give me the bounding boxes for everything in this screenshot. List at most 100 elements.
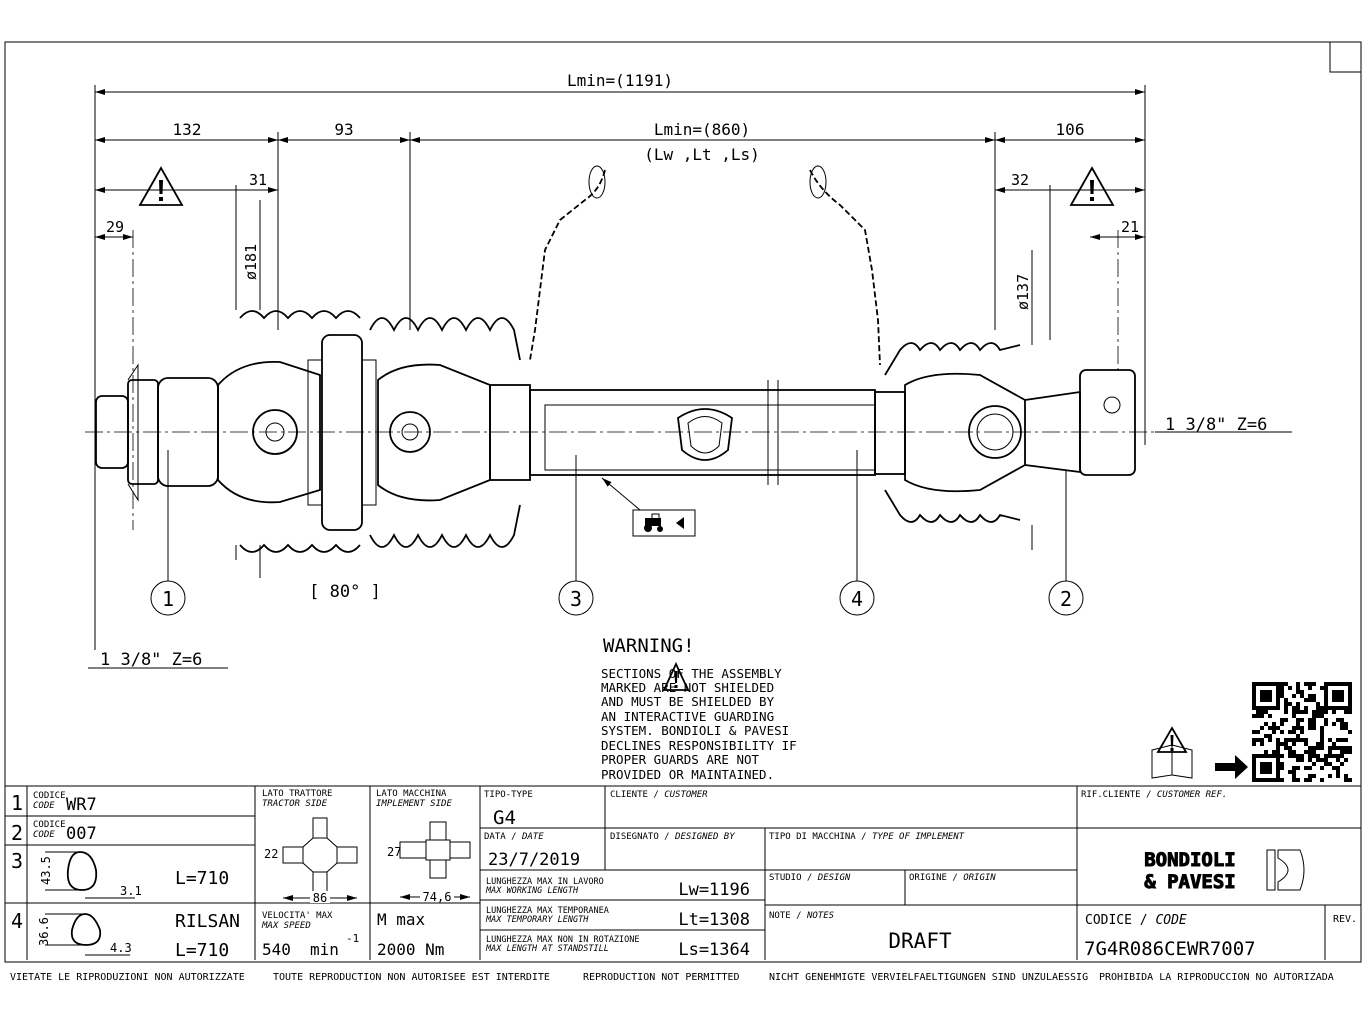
svg-text:PROVIDED OR MAINTAINED.: PROVIDED OR MAINTAINED. bbox=[601, 767, 774, 782]
driveshaft-assembly bbox=[95, 165, 1136, 553]
spline-right-label: 1 3/8" Z=6 bbox=[1165, 415, 1267, 435]
svg-text:MAX TEMPORARY LENGTH: MAX TEMPORARY LENGTH bbox=[485, 915, 589, 925]
left-guard-cone bbox=[239, 310, 361, 320]
callout-1: 1 bbox=[150, 450, 186, 616]
svg-text:CODICE: CODICE bbox=[33, 820, 66, 830]
tube-profile-3 bbox=[66, 851, 98, 891]
dim-21: 21 bbox=[1121, 218, 1139, 236]
svg-text:LUNGHEZZA MAX TEMPORANEA: LUNGHEZZA MAX TEMPORANEA bbox=[486, 906, 609, 916]
notes-value: DRAFT bbox=[888, 929, 952, 953]
svg-text:CODICE: CODICE bbox=[33, 791, 66, 801]
dim-dia-137: ø137 bbox=[1014, 274, 1032, 310]
svg-text:2: 2 bbox=[11, 821, 23, 845]
dimensions: Lmin=(1191) 132 93 Lmin=(860) (Lw ,Lt ,L… bbox=[88, 71, 1292, 670]
svg-text:SECTIONS OF THE ASSEMBLY: SECTIONS OF THE ASSEMBLY bbox=[601, 666, 782, 681]
safety-chain-left bbox=[529, 165, 606, 361]
svg-text:MAX LENGTH AT STANDSTILL: MAX LENGTH AT STANDSTILL bbox=[485, 944, 609, 954]
title-block: 1 CODICE CODE WR7 2 CODICE CODE 007 3 43… bbox=[5, 785, 1361, 961]
svg-text:AND MUST BE SHIELDED BY: AND MUST BE SHIELDED BY bbox=[601, 694, 775, 709]
warning-icon bbox=[1069, 166, 1115, 206]
safety-chain-right bbox=[809, 165, 881, 366]
svg-text:1: 1 bbox=[11, 791, 23, 815]
middle-yoke bbox=[377, 363, 491, 502]
svg-text:3: 3 bbox=[570, 587, 582, 611]
svg-text:TIPO-TYPE: TIPO-TYPE bbox=[484, 790, 533, 800]
arrow-right-icon bbox=[1215, 755, 1248, 779]
svg-text:TOUTE REPRODUCTION NON AUTORIS: TOUTE REPRODUCTION NON AUTORISEE EST INT… bbox=[273, 972, 550, 983]
warning-icon bbox=[662, 661, 690, 691]
dim-32: 32 bbox=[1011, 171, 1029, 189]
svg-text:PROHIBIDA LA RIPRODUCCION NO A: PROHIBIDA LA RIPRODUCCION NO AUTORIZADA bbox=[1099, 972, 1334, 983]
guard-bellows bbox=[369, 317, 521, 361]
corner-box bbox=[1329, 41, 1362, 73]
callout-2: 2 bbox=[1048, 470, 1084, 616]
svg-text:RILSAN: RILSAN bbox=[175, 911, 240, 932]
tube-profile-4 bbox=[70, 913, 102, 946]
svg-text:L=710: L=710 bbox=[175, 868, 229, 889]
standstill-length: Ls=1364 bbox=[678, 940, 750, 960]
svg-text:1: 1 bbox=[162, 587, 174, 611]
date-value: 23/7/2019 bbox=[488, 850, 580, 870]
svg-text:SYSTEM. BONDIOLI & PAVESI: SYSTEM. BONDIOLI & PAVESI bbox=[601, 723, 789, 738]
svg-text:DATA / DATE: DATA / DATE bbox=[484, 832, 544, 842]
callout-4: 4 bbox=[839, 450, 875, 616]
dim-overall: Lmin=(1191) bbox=[567, 71, 673, 90]
svg-text:& PAVESI: & PAVESI bbox=[1144, 871, 1236, 893]
svg-text:DECLINES RESPONSIBILITY IF: DECLINES RESPONSIBILITY IF bbox=[601, 738, 797, 753]
dim-860-sub: (Lw ,Lt ,Ls) bbox=[644, 145, 760, 164]
dim-860: Lmin=(860) bbox=[654, 120, 750, 139]
svg-text:4: 4 bbox=[11, 909, 23, 933]
svg-text:74,6: 74,6 bbox=[423, 890, 452, 904]
spline-left-label: 1 3/8" Z=6 bbox=[100, 650, 202, 670]
drawing-code: 7G4R086CEWR7007 bbox=[1084, 938, 1256, 960]
tractor-icon bbox=[644, 513, 663, 532]
tractor-side-label bbox=[632, 509, 696, 537]
right-guard-bellows bbox=[884, 342, 1021, 376]
outer-tube bbox=[529, 389, 876, 476]
svg-text:LUNGHEZZA MAX NON IN ROTAZIONE: LUNGHEZZA MAX NON IN ROTAZIONE bbox=[486, 935, 640, 945]
right-yoke bbox=[904, 372, 1026, 493]
svg-text:NOTE / NOTES: NOTE / NOTES bbox=[769, 911, 835, 921]
svg-text:CODE: CODE bbox=[33, 801, 55, 811]
left-yoke bbox=[217, 360, 321, 504]
footer-notice: VIETATE LE RIPRODUZIONI NON AUTORIZZATE … bbox=[10, 972, 1334, 983]
code-1: WR7 bbox=[66, 795, 97, 815]
warning-icon bbox=[138, 166, 184, 206]
svg-text:RIF.CLIENTE / CUSTOMER REF.: RIF.CLIENTE / CUSTOMER REF. bbox=[1081, 790, 1227, 800]
svg-text:MAX SPEED: MAX SPEED bbox=[261, 921, 311, 931]
svg-text:2: 2 bbox=[1060, 587, 1072, 611]
dim-31: 31 bbox=[249, 171, 267, 189]
drawing-frame bbox=[4, 41, 1362, 963]
shield-logo bbox=[677, 408, 733, 461]
type-value: G4 bbox=[493, 807, 516, 829]
svg-text:CODE: CODE bbox=[33, 830, 55, 840]
cross-journal-implement bbox=[399, 821, 471, 879]
svg-text:TRACTOR SIDE: TRACTOR SIDE bbox=[262, 799, 328, 809]
svg-text:min: min bbox=[310, 940, 339, 959]
qr-code[interactable] bbox=[1252, 682, 1352, 782]
max-speed-value: 540 bbox=[262, 940, 291, 959]
svg-text:PROPER GUARDS ARE NOT: PROPER GUARDS ARE NOT bbox=[601, 752, 760, 767]
svg-text:LATO TRATTORE: LATO TRATTORE bbox=[262, 789, 332, 799]
dim-132: 132 bbox=[173, 120, 202, 139]
dim-93: 93 bbox=[334, 120, 353, 139]
svg-text:4: 4 bbox=[851, 587, 863, 611]
dim-106: 106 bbox=[1056, 120, 1085, 139]
svg-text:36.6: 36.6 bbox=[37, 917, 51, 946]
svg-text:REPRODUCTION NOT PERMITTED: REPRODUCTION NOT PERMITTED bbox=[583, 972, 740, 983]
svg-text:CLIENTE / CUSTOMER: CLIENTE / CUSTOMER bbox=[610, 790, 708, 800]
svg-text:REV.: REV. bbox=[1333, 914, 1357, 925]
svg-text:27: 27 bbox=[387, 845, 401, 859]
cross-journal-tractor bbox=[282, 817, 358, 893]
max-torque-value: 2000 Nm bbox=[377, 940, 444, 959]
dim-dia-181: ø181 bbox=[242, 244, 260, 280]
svg-text:NICHT GENEHMIGTE VERVIELFAELTI: NICHT GENEHMIGTE VERVIELFAELTIGUNGEN SIN… bbox=[769, 972, 1088, 983]
svg-text:86: 86 bbox=[313, 891, 327, 905]
svg-text:STUDIO / DESIGN: STUDIO / DESIGN bbox=[769, 873, 851, 883]
dim-29: 29 bbox=[106, 218, 124, 236]
svg-text:ORIGINE / ORIGIN: ORIGINE / ORIGIN bbox=[909, 873, 996, 883]
read-manual-icon bbox=[1151, 726, 1193, 779]
svg-text:CODICE / CODE: CODICE / CODE bbox=[1085, 913, 1187, 928]
implement-hub bbox=[1079, 369, 1136, 476]
svg-text:3.1: 3.1 bbox=[120, 884, 142, 898]
